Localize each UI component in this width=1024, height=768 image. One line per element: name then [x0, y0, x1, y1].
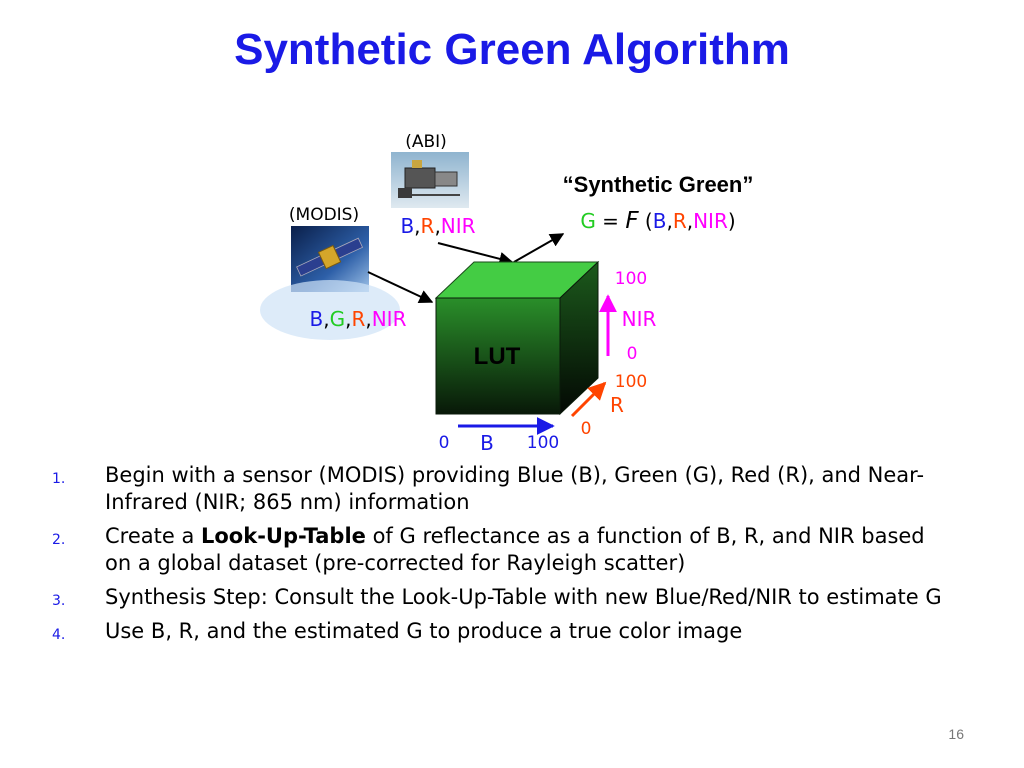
lut-to-synthetic-arrow: [513, 233, 565, 263]
modis-band-6: NIR: [372, 307, 407, 331]
abi-band-2: R: [421, 214, 435, 238]
modis-band-2: G: [330, 307, 346, 331]
step-item: 4. Use B, R, and the estimated G to prod…: [50, 618, 950, 645]
eq-g: G: [580, 209, 596, 233]
step-number: 2.: [52, 532, 66, 548]
modis-to-lut-arrow: [367, 271, 434, 303]
abi-band-4: NIR: [441, 214, 476, 238]
step-text: Use B, R, and the estimated G to produce…: [105, 619, 743, 643]
b-axis-min: 0: [439, 433, 450, 453]
r-axis-arrow: [570, 381, 607, 418]
nir-axis-min: 0: [627, 344, 638, 364]
step-text: Synthesis Step: Consult the Look-Up-Tabl…: [105, 585, 942, 609]
lut-cube: [434, 260, 600, 416]
modis-band-1: ,: [323, 307, 329, 331]
abi-satellite-image: [391, 152, 469, 208]
synthetic-green-equation: G = F (B,R,NIR): [580, 208, 735, 234]
abi-to-lut-arrow: [437, 242, 514, 266]
b-axis-max: 100: [527, 433, 559, 453]
eq-equals: =: [596, 209, 625, 233]
eq-b: B: [653, 209, 667, 233]
r-axis-max: 100: [615, 372, 647, 392]
modis-band-4: R: [351, 307, 365, 331]
step-number: 1.: [52, 471, 66, 487]
step-item: 3. Synthesis Step: Consult the Look-Up-T…: [50, 584, 950, 611]
step-text: Begin with a sensor (MODIS) providing Bl…: [105, 463, 925, 514]
abi-band-3: ,: [434, 214, 440, 238]
step-text-bold: Look-Up-Table: [201, 524, 366, 548]
step-number: 4.: [52, 627, 66, 643]
slide-number: 16: [948, 726, 964, 742]
lut-label: LUT: [474, 343, 521, 370]
lut-cube-front: [435, 297, 561, 415]
eq-function: F: [625, 208, 639, 234]
eq-nir: NIR: [693, 209, 728, 233]
abi-label: (ABI): [405, 132, 447, 152]
modis-bands-label: B,G,R,NIR: [310, 307, 407, 331]
b-axis-label: B: [480, 431, 494, 455]
eq-comma-1: ,: [666, 209, 672, 233]
modis-band-0: B: [310, 307, 324, 331]
r-axis-label: R: [610, 393, 624, 417]
step-item: 1. Begin with a sensor (MODIS) providing…: [50, 462, 950, 516]
synthetic-green-diagram: (ABI) (MODIS) B,R,NIR B,G,R,NIR “Synthet…: [260, 132, 754, 455]
abi-band-0: B: [400, 214, 414, 238]
eq-r: R: [673, 209, 687, 233]
synthetic-green-label: “Synthetic Green”: [563, 172, 754, 197]
modis-label: (MODIS): [289, 205, 359, 225]
nir-axis-label: NIR: [622, 307, 657, 331]
step-item: 2. Create a Look-Up-Table of G reflectan…: [50, 523, 950, 577]
r-axis-min: 0: [581, 419, 592, 439]
eq-close-paren: ): [728, 209, 736, 233]
modis-satellite-image: [260, 226, 400, 340]
eq-comma-2: ,: [687, 209, 693, 233]
eq-open-paren: (: [639, 209, 653, 233]
abi-band-1: ,: [414, 214, 420, 238]
slide-title: Synthetic Green Algorithm: [234, 25, 790, 74]
step-text-pre: Create a: [105, 524, 201, 548]
modis-band-3: ,: [345, 307, 351, 331]
abi-bands-label: B,R,NIR: [400, 214, 475, 238]
nir-axis-max: 100: [615, 269, 647, 289]
step-text-post: of G reflectance as a function of B, R, …: [105, 524, 925, 575]
modis-band-5: ,: [365, 307, 371, 331]
step-number: 3.: [52, 593, 66, 609]
algorithm-steps-list: 1. Begin with a sensor (MODIS) providing…: [50, 462, 950, 652]
